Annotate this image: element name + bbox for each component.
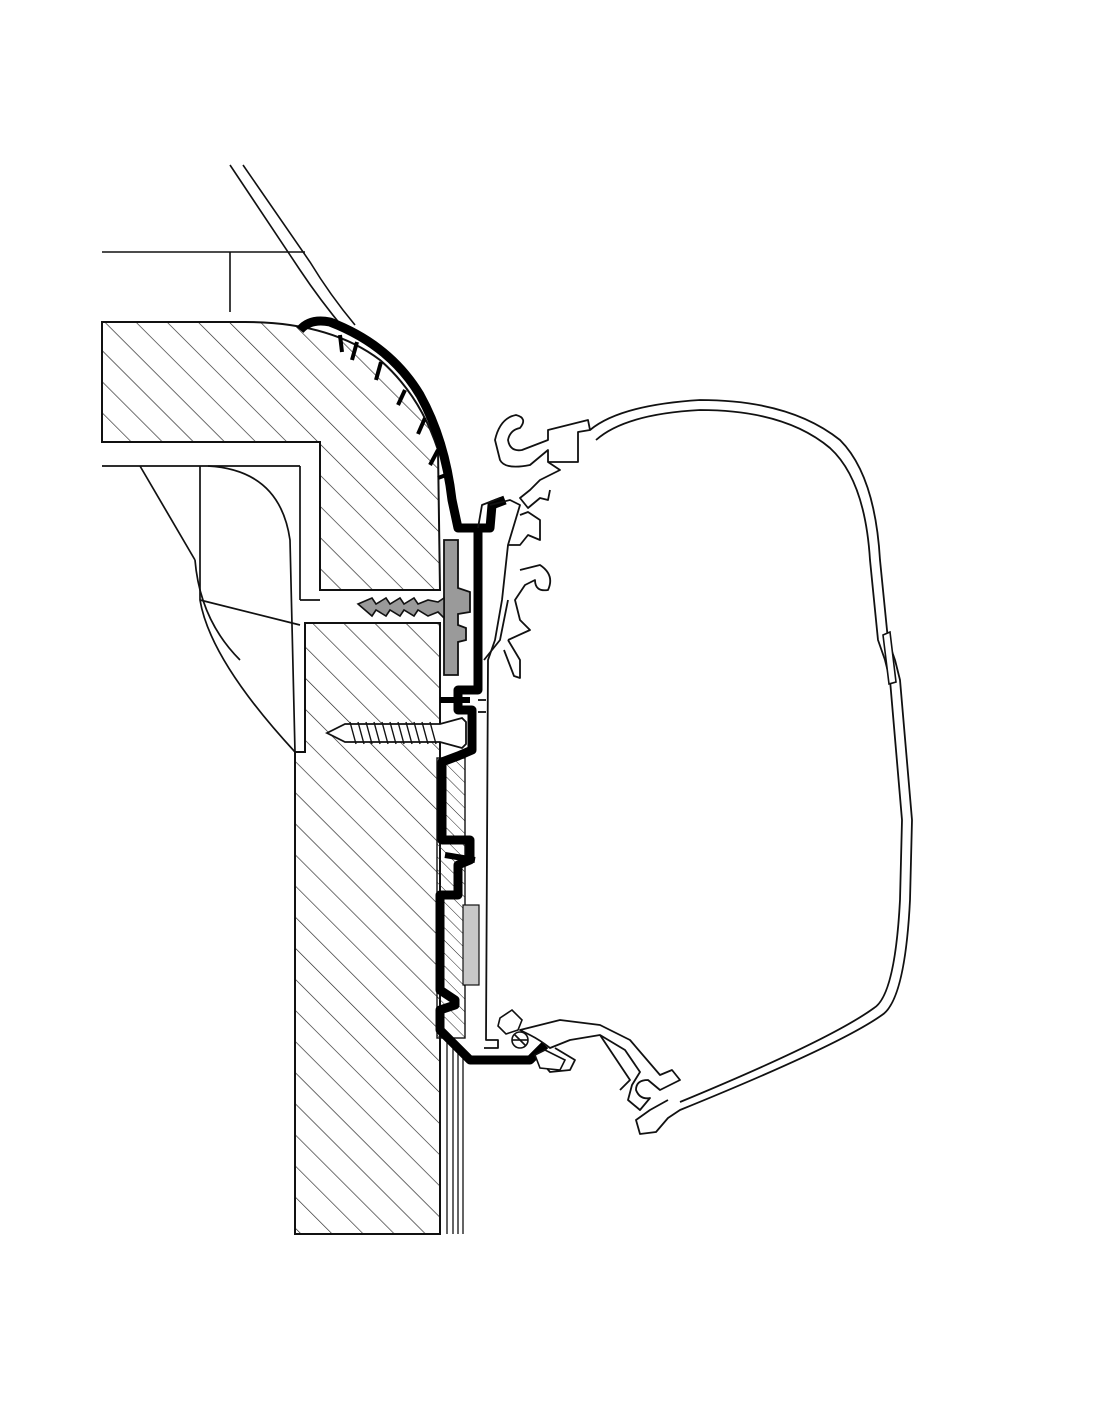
roof-outline <box>102 164 356 331</box>
interior-cabinet <box>102 441 440 753</box>
wall-section-hatched <box>294 622 441 1235</box>
awning-cassette-shell <box>589 399 913 1135</box>
seal-vertical-body <box>435 528 549 1065</box>
vehicle-wall-section <box>101 321 466 1235</box>
spacer-strip <box>462 904 480 986</box>
awning-bottom-hook <box>519 1019 681 1111</box>
awning-housing <box>494 399 913 1135</box>
seal-curved-top <box>296 316 507 533</box>
adapter-rail <box>477 497 521 1049</box>
wood-screw <box>324 716 467 750</box>
rubber-seal <box>296 316 549 1065</box>
clip-t-profile <box>443 539 471 676</box>
awning-top-hook <box>494 414 591 468</box>
grey-clip-profile <box>356 539 471 676</box>
clamp-screw <box>497 1008 567 1071</box>
awning-shell-stud <box>882 630 897 686</box>
outer-skin-lines <box>439 1038 464 1234</box>
clip-barb-screw <box>356 596 445 620</box>
seal-teeth <box>338 334 447 480</box>
awning-mid-hooks <box>503 511 552 679</box>
